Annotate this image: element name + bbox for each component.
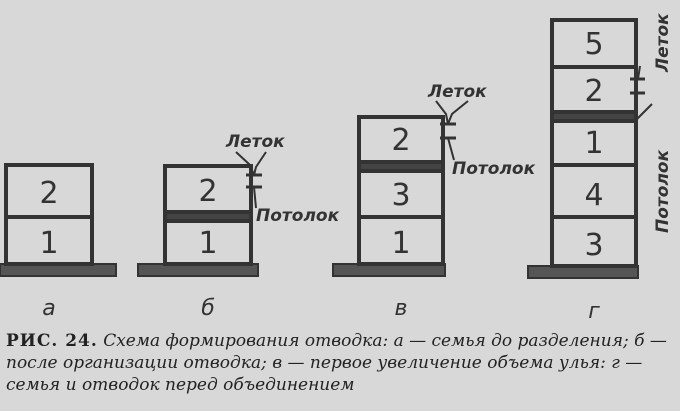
hive-box	[4, 215, 94, 266]
figure-caption: РИС. 24. Схема формирования отводка: а —…	[6, 330, 674, 396]
hive-letter: б	[201, 296, 215, 321]
letok-label-g: Леток	[653, 13, 673, 73]
box-number: 5	[584, 27, 603, 62]
hive-letters: а б в г	[42, 296, 600, 324]
box-number: 2	[39, 176, 58, 211]
figure-number: РИС. 24.	[6, 331, 98, 351]
box-number: 2	[198, 174, 217, 209]
hive-box	[357, 215, 445, 266]
hive-g	[527, 18, 639, 279]
letok-label-b: Леток	[225, 132, 285, 152]
hive-letter: г	[588, 299, 600, 324]
hive-a	[0, 163, 117, 277]
hive-v	[332, 115, 446, 277]
box-number: 1	[391, 226, 410, 261]
box-number: 3	[584, 228, 603, 263]
box-number: 2	[391, 123, 410, 158]
box-number: 4	[584, 178, 603, 213]
caption-text: Схема формирования отводка: а — семья до…	[6, 331, 667, 395]
hive-box	[163, 219, 253, 266]
leader-lines	[235, 65, 653, 209]
potolok-label-g: Потолок	[653, 149, 673, 233]
box-number: 1	[39, 226, 58, 261]
box-number: 1	[198, 226, 217, 261]
potolok-label-b: Потолок	[256, 206, 340, 226]
box-number: 3	[391, 178, 410, 213]
hive-letter: а	[42, 296, 55, 321]
hive-box	[550, 215, 638, 268]
hive-letter: в	[395, 296, 408, 321]
letok-label-v: Леток	[427, 82, 487, 102]
box-number: 2	[584, 74, 603, 109]
potolok-label-v: Потолок	[452, 159, 536, 179]
box-numbers: 2 1 2 1 2 3 1 5 2 1 4 3	[39, 27, 603, 263]
hive-b	[137, 164, 259, 277]
box-number: 1	[584, 126, 603, 161]
